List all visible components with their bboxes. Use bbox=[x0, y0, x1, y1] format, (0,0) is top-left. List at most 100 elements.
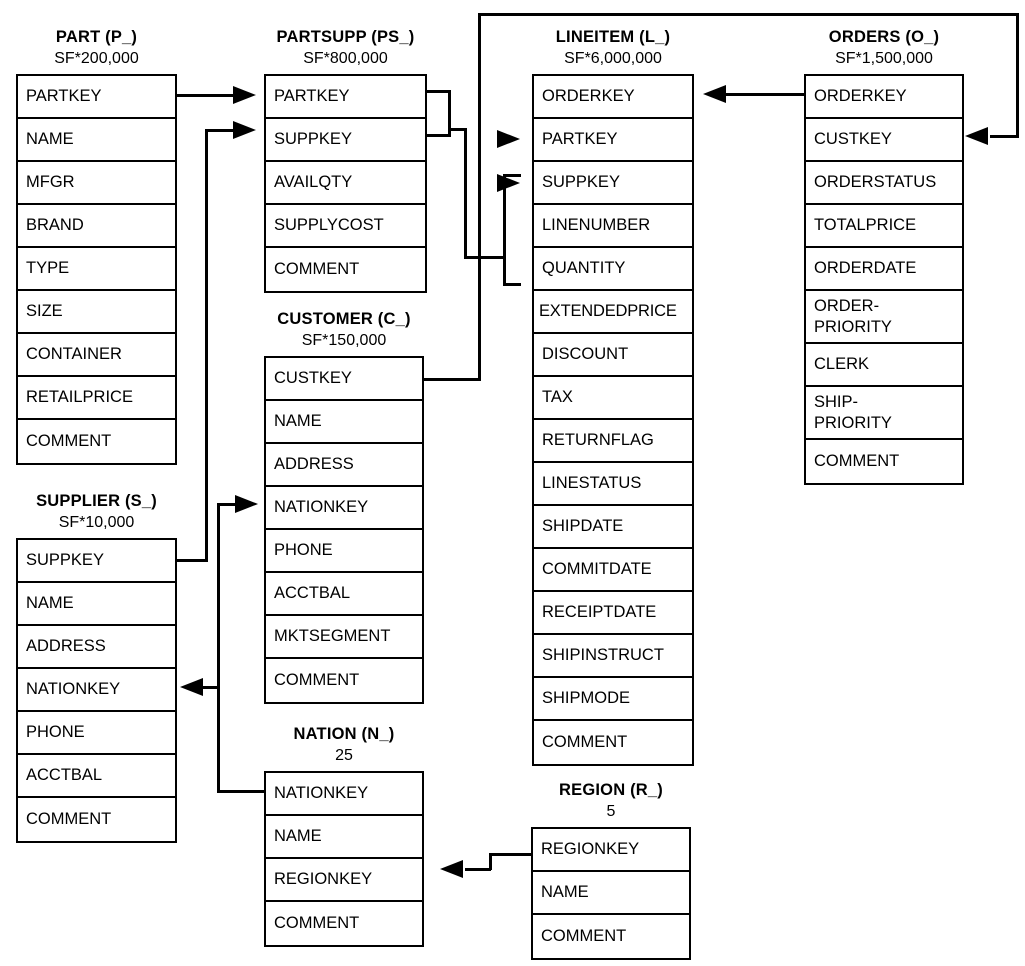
field-lineitem-discount[interactable]: DISCOUNT bbox=[534, 334, 692, 377]
connector-customer-custkey-riser bbox=[478, 13, 481, 380]
field-region-comment[interactable]: COMMENT bbox=[533, 915, 689, 958]
arrowhead-customer-nationkey bbox=[235, 495, 258, 513]
connector-partsupp-trunk-base bbox=[464, 256, 506, 259]
field-part-container[interactable]: CONTAINER bbox=[18, 334, 175, 377]
arrowhead-partsupp-suppkey bbox=[233, 121, 256, 139]
field-part-retailprice[interactable]: RETAILPRICE bbox=[18, 377, 175, 420]
entity-nation-title: NATION (N_) bbox=[293, 725, 395, 743]
arrowhead-orders-custkey bbox=[965, 127, 988, 145]
field-lineitem-linestatus[interactable]: LINESTATUS bbox=[534, 463, 692, 506]
field-orders-shippriority[interactable]: SHIP-PRIORITY bbox=[806, 387, 962, 440]
connector-lineitem-split bbox=[503, 174, 506, 286]
field-orders-totalprice[interactable]: TOTALPRICE bbox=[806, 205, 962, 248]
field-orders-orderpriority[interactable]: ORDER-PRIORITY bbox=[806, 291, 962, 344]
field-partsupp-availqty[interactable]: AVAILQTY bbox=[266, 162, 425, 205]
field-orders-custkey[interactable]: CUSTKEY bbox=[806, 119, 962, 162]
field-supplier-acctbal[interactable]: ACCTBAL bbox=[18, 755, 175, 798]
connector-nation-customer-in bbox=[217, 503, 239, 506]
entity-supplier-fieldlist: SUPPKEY NAME ADDRESS NATIONKEY PHONE ACC… bbox=[16, 538, 177, 843]
field-lineitem-quantity[interactable]: QUANTITY bbox=[534, 248, 692, 291]
entity-supplier-cardinality: SF*10,000 bbox=[58, 514, 135, 531]
field-lineitem-shipdate[interactable]: SHIPDATE bbox=[534, 506, 692, 549]
connector-partsupp-suppkey-out bbox=[427, 134, 451, 137]
field-lineitem-returnflag[interactable]: RETURNFLAG bbox=[534, 420, 692, 463]
field-region-name[interactable]: NAME bbox=[533, 872, 689, 915]
field-lineitem-extendedprice[interactable]: EXTENDEDPRICE bbox=[534, 291, 692, 334]
field-lineitem-linenumber[interactable]: LINENUMBER bbox=[534, 205, 692, 248]
field-partsupp-comment[interactable]: COMMENT bbox=[266, 248, 425, 291]
entity-orders-cardinality: SF*1,500,000 bbox=[835, 50, 933, 67]
connector-nation-nationkey-out bbox=[220, 790, 265, 793]
field-customer-mktsegment[interactable]: MKTSEGMENT bbox=[266, 616, 422, 659]
field-lineitem-comment[interactable]: COMMENT bbox=[534, 721, 692, 764]
entity-customer-fieldlist: CUSTKEY NAME ADDRESS NATIONKEY PHONE ACC… bbox=[264, 356, 424, 704]
field-supplier-address[interactable]: ADDRESS bbox=[18, 626, 175, 669]
field-customer-nationkey[interactable]: NATIONKEY bbox=[266, 487, 422, 530]
field-lineitem-shipinstruct[interactable]: SHIPINSTRUCT bbox=[534, 635, 692, 678]
field-supplier-name[interactable]: NAME bbox=[18, 583, 175, 626]
field-part-type[interactable]: TYPE bbox=[18, 248, 175, 291]
entity-supplier-title: SUPPLIER (S_) bbox=[36, 492, 157, 510]
field-partsupp-supplycost[interactable]: SUPPLYCOST bbox=[266, 205, 425, 248]
field-supplier-suppkey[interactable]: SUPPKEY bbox=[18, 540, 175, 583]
field-nation-name[interactable]: NAME bbox=[266, 816, 422, 859]
connector-region-step bbox=[489, 853, 492, 870]
connector-region-nation-in bbox=[465, 868, 491, 871]
field-lineitem-orderkey[interactable]: ORDERKEY bbox=[534, 76, 692, 119]
field-lineitem-partkey[interactable]: PARTKEY bbox=[534, 119, 692, 162]
field-lineitem-commitdate[interactable]: COMMITDATE bbox=[534, 549, 692, 592]
field-part-partkey[interactable]: PARTKEY bbox=[18, 76, 175, 119]
connector-nation-nationkey-riser bbox=[217, 503, 220, 793]
entity-orders-title: ORDERS (O_) bbox=[828, 28, 940, 46]
arrowhead-lineitem-suppkey bbox=[497, 174, 520, 192]
entity-orders-fieldlist: ORDERKEY CUSTKEY ORDERSTATUS TOTALPRICE … bbox=[804, 74, 964, 485]
field-orders-orderdate[interactable]: ORDERDATE bbox=[806, 248, 962, 291]
connector-partsupp-partkey-jog bbox=[448, 128, 466, 131]
field-part-name[interactable]: NAME bbox=[18, 119, 175, 162]
connector-lineitem-suppkey-in bbox=[503, 283, 521, 286]
field-orders-clerk[interactable]: CLERK bbox=[806, 344, 962, 387]
field-customer-name[interactable]: NAME bbox=[266, 401, 422, 444]
field-orders-orderstatus[interactable]: ORDERSTATUS bbox=[806, 162, 962, 205]
field-supplier-phone[interactable]: PHONE bbox=[18, 712, 175, 755]
field-orders-orderkey[interactable]: ORDERKEY bbox=[806, 76, 962, 119]
field-customer-comment[interactable]: COMMENT bbox=[266, 659, 422, 702]
connector-partsupp-trunk bbox=[464, 128, 467, 258]
field-customer-address[interactable]: ADDRESS bbox=[266, 444, 422, 487]
connector-orders-lineitem-orderkey bbox=[724, 93, 804, 96]
field-supplier-comment[interactable]: COMMENT bbox=[18, 798, 175, 841]
field-lineitem-shipmode[interactable]: SHIPMODE bbox=[534, 678, 692, 721]
entity-part-title: PART (P_) bbox=[55, 28, 138, 46]
arrowhead-lineitem-orderkey bbox=[703, 85, 726, 103]
field-nation-regionkey[interactable]: REGIONKEY bbox=[266, 859, 422, 902]
entity-partsupp-fieldlist: PARTKEY SUPPKEY AVAILQTY SUPPLYCOST COMM… bbox=[264, 74, 427, 293]
field-lineitem-suppkey[interactable]: SUPPKEY bbox=[534, 162, 692, 205]
entity-partsupp-cardinality: SF*800,000 bbox=[303, 50, 388, 67]
entity-customer-title: CUSTOMER (C_) bbox=[277, 310, 411, 328]
arrowhead-nation-regionkey bbox=[440, 860, 463, 878]
connector-region-regionkey-out bbox=[489, 853, 531, 856]
field-lineitem-receiptdate[interactable]: RECEIPTDATE bbox=[534, 592, 692, 635]
field-customer-phone[interactable]: PHONE bbox=[266, 530, 422, 573]
field-part-comment[interactable]: COMMENT bbox=[18, 420, 175, 463]
field-nation-comment[interactable]: COMMENT bbox=[266, 902, 422, 945]
connector-partsupp-suppkey-rise bbox=[448, 128, 451, 136]
connector-customer-orders-top bbox=[478, 13, 1019, 16]
field-customer-custkey[interactable]: CUSTKEY bbox=[266, 358, 422, 401]
field-part-brand[interactable]: BRAND bbox=[18, 205, 175, 248]
field-region-regionkey[interactable]: REGIONKEY bbox=[533, 829, 689, 872]
entity-part-fieldlist: PARTKEY NAME MFGR BRAND TYPE SIZE CONTAI… bbox=[16, 74, 177, 465]
field-orders-comment[interactable]: COMMENT bbox=[806, 440, 962, 483]
field-supplier-nationkey[interactable]: NATIONKEY bbox=[18, 669, 175, 712]
field-nation-nationkey[interactable]: NATIONKEY bbox=[266, 773, 422, 816]
field-partsupp-suppkey[interactable]: SUPPKEY bbox=[266, 119, 425, 162]
field-part-mfgr[interactable]: MFGR bbox=[18, 162, 175, 205]
connector-orders-custkey-in bbox=[990, 135, 1019, 138]
field-partsupp-partkey[interactable]: PARTKEY bbox=[266, 76, 425, 119]
field-part-size[interactable]: SIZE bbox=[18, 291, 175, 334]
entity-customer-cardinality: SF*150,000 bbox=[301, 332, 387, 349]
field-lineitem-tax[interactable]: TAX bbox=[534, 377, 692, 420]
entity-region-title: REGION (R_) bbox=[559, 781, 663, 799]
connector-nation-supplier-in bbox=[203, 686, 220, 689]
field-customer-acctbal[interactable]: ACCTBAL bbox=[266, 573, 422, 616]
